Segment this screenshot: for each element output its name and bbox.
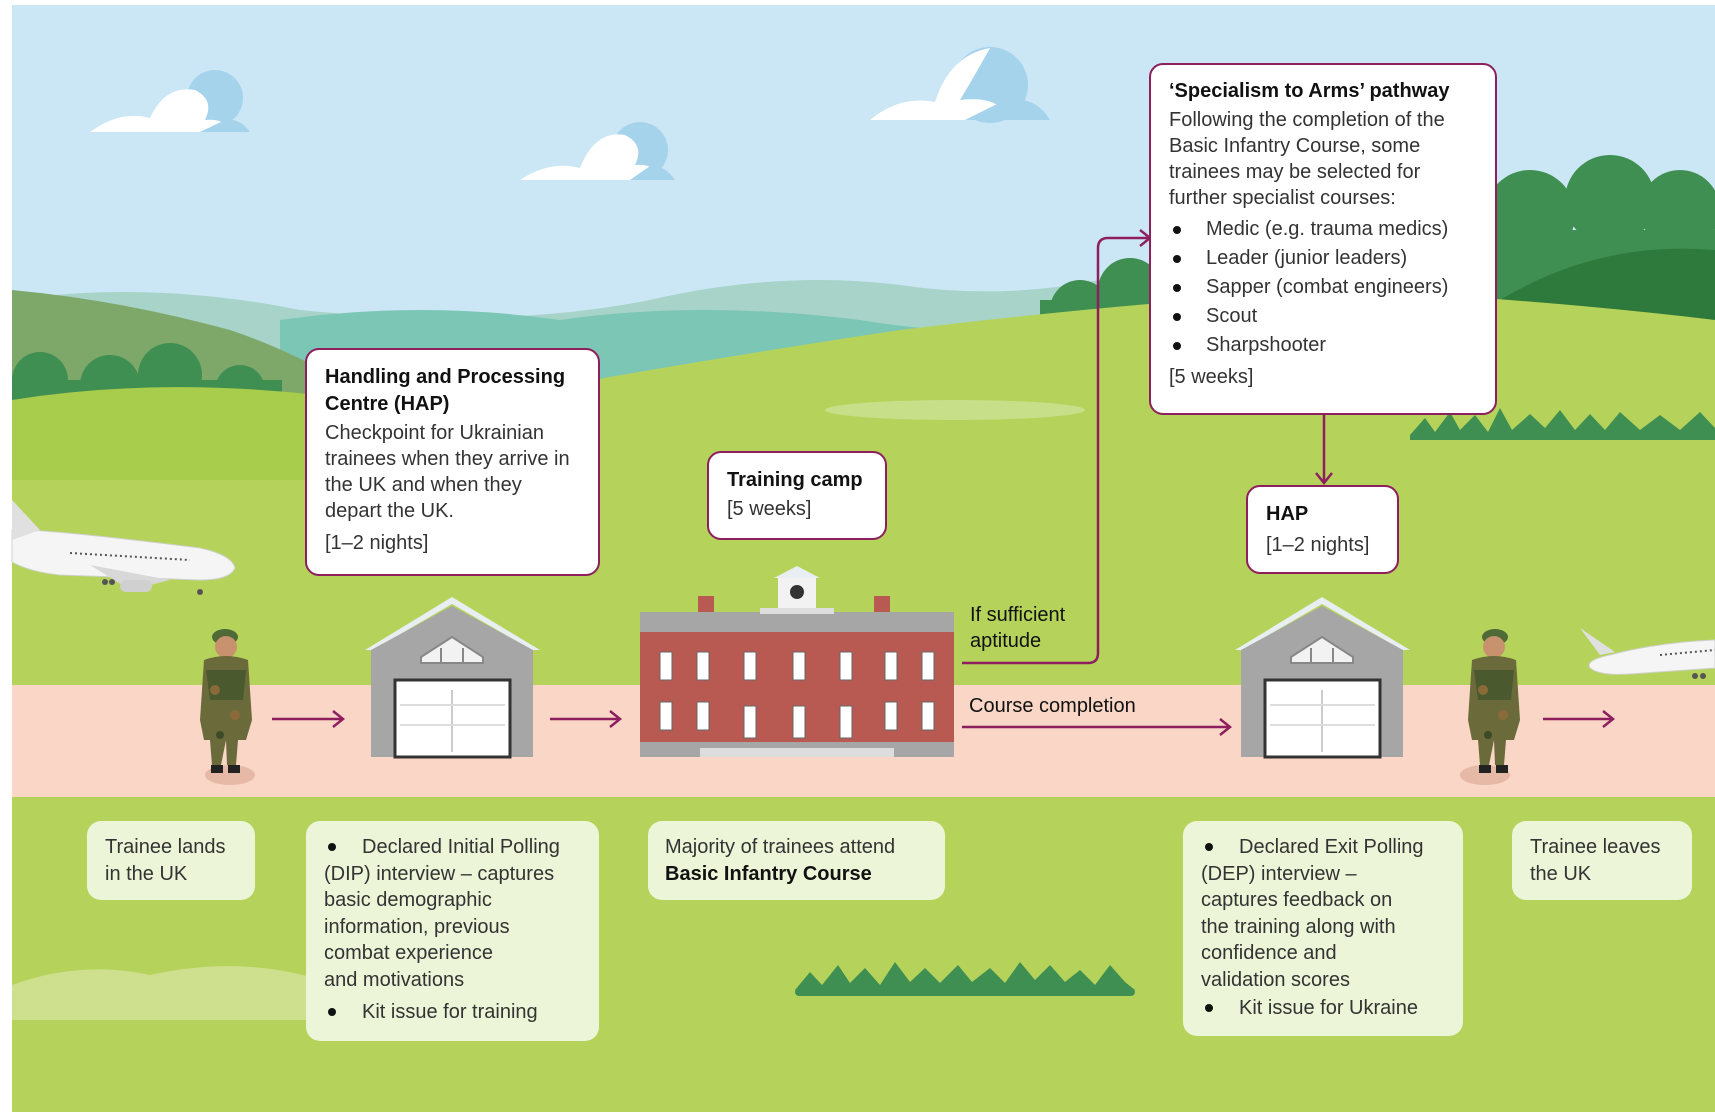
- hap-exit-title: HAP: [1266, 503, 1309, 525]
- training-camp-box: Training camp [5 weeks]: [707, 451, 887, 540]
- note-trainee-lands: Trainee lands in the UK: [87, 821, 255, 900]
- grass-tuft: [795, 962, 1135, 990]
- hap-exit-duration: [1–2 nights]: [1266, 534, 1370, 556]
- soldier-icon: [200, 629, 255, 785]
- specialism-list: Medic (e.g. trauma medics) Leader (junio…: [1169, 215, 1477, 360]
- cloud-icon: [870, 47, 1050, 123]
- note-dep: Declared Exit Polling (DEP) interview – …: [1183, 821, 1463, 1036]
- airplane-icon: [11, 500, 236, 595]
- airplane-icon: [1580, 628, 1715, 679]
- specialism-box: ‘Specialism to Arms’ pathway Following t…: [1149, 63, 1497, 415]
- cloud-icon: [520, 122, 675, 180]
- specialism-title: ‘Specialism to Arms’ pathway: [1169, 80, 1450, 102]
- specialism-text: Following the completion of the Basic In…: [1169, 109, 1445, 209]
- specialism-duration: [5 weeks]: [1169, 366, 1254, 388]
- list-item: Declared Initial Polling: [324, 834, 581, 861]
- hap-arrival-title: Handling and Processing Centre (HAP): [325, 366, 566, 415]
- note-basic-infantry: Majority of trainees attend Basic Infant…: [648, 821, 945, 900]
- note-dip: Declared Initial Polling (DIP) interview…: [306, 821, 599, 1041]
- aptitude-label: If sufficient aptitude: [970, 604, 1066, 652]
- completion-label: Course completion: [969, 695, 1136, 717]
- hangar-icon: [1235, 597, 1410, 759]
- training-camp-title: Training camp: [727, 469, 863, 491]
- note-trainee-leaves: Trainee leaves the UK: [1512, 821, 1692, 900]
- flow-arrows: [272, 229, 1616, 736]
- soldier-icon: [1460, 629, 1520, 785]
- list-item: Kit issue for Ukraine: [1201, 995, 1445, 1022]
- list-item: Leader (junior leaders): [1169, 244, 1477, 273]
- list-item: Scout: [1169, 302, 1477, 331]
- hap-arrival-box: Handling and Processing Centre (HAP) Che…: [305, 348, 600, 576]
- hap-arrival-duration: [1–2 nights]: [325, 532, 429, 554]
- list-item: Sapper (combat engineers): [1169, 273, 1477, 302]
- list-item: Kit issue for training: [324, 999, 581, 1026]
- hap-exit-box: HAP [1–2 nights]: [1246, 485, 1399, 574]
- training-camp-duration: [5 weeks]: [727, 498, 812, 520]
- list-item: Sharpshooter: [1169, 331, 1477, 360]
- list-item: Declared Exit Polling: [1201, 834, 1445, 861]
- training-building-icon: [640, 566, 954, 757]
- list-item: Medic (e.g. trauma medics): [1169, 215, 1477, 244]
- cloud-icon: [90, 70, 250, 132]
- hangar-icon: [365, 597, 540, 759]
- hap-arrival-text: Checkpoint for Ukrainian trainees when t…: [325, 422, 570, 522]
- grass-tuft: [1410, 408, 1715, 440]
